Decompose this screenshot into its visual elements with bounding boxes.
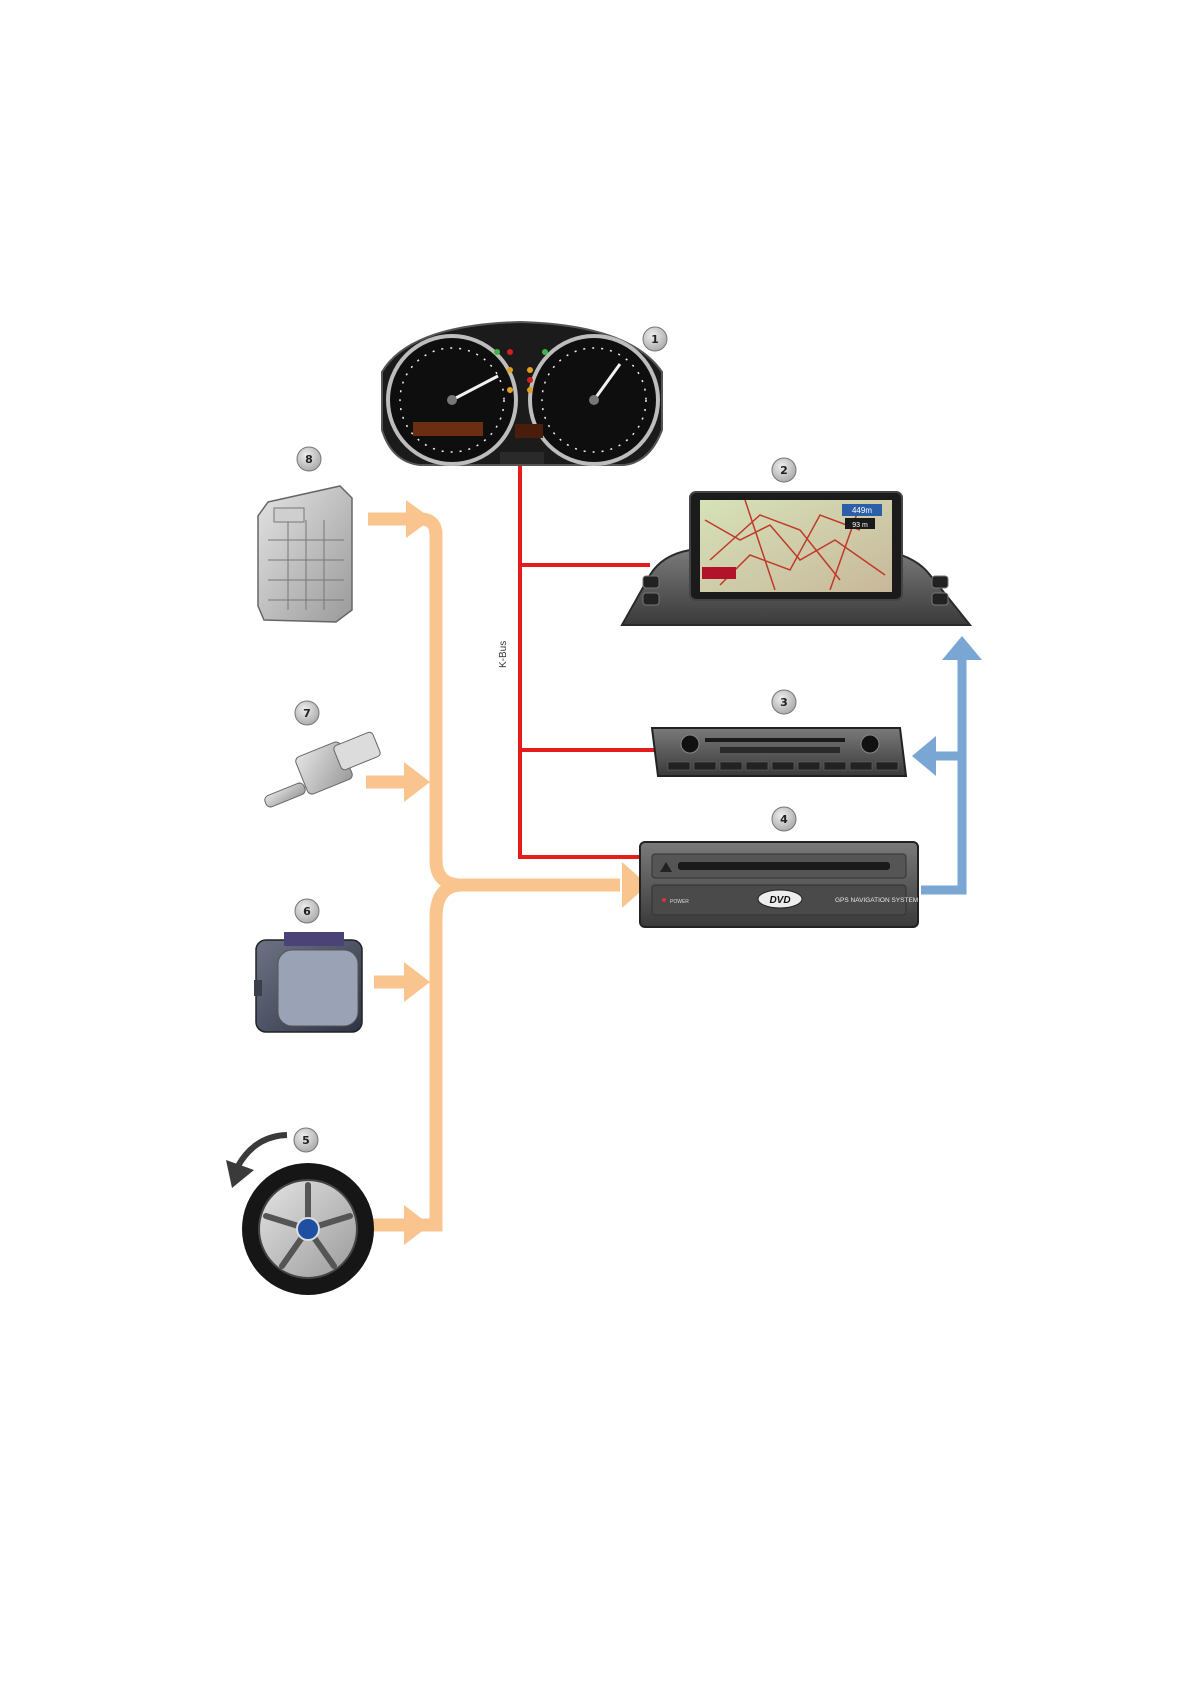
nav-power-label: POWER	[670, 899, 689, 905]
monitor-distance-top: 449m	[852, 506, 872, 515]
monitor-distance-bottom: 93 m	[852, 522, 868, 529]
gyro-sensor-icon	[254, 932, 362, 1032]
badge-1-label: 1	[651, 333, 659, 346]
kbus-label: K-Bus	[498, 641, 509, 668]
badge-3-label: 3	[780, 696, 788, 709]
nav-output-main	[921, 658, 962, 890]
radio-unit-icon	[652, 728, 906, 776]
arrowhead-sensor	[404, 762, 430, 802]
kbus-lines	[520, 452, 658, 857]
nav-dvd-logo: DVD	[769, 895, 790, 906]
instrument-cluster-icon	[382, 322, 662, 465]
badge-4-label: 4	[780, 813, 788, 826]
badge-4: 4	[772, 807, 796, 831]
signal-line-module	[368, 519, 620, 885]
nav-output-lines	[921, 658, 962, 890]
badge-7-label: 7	[303, 707, 311, 720]
badge-8-label: 8	[305, 453, 313, 466]
signal-line-wheel	[372, 885, 462, 1225]
badge-2: 2	[772, 458, 796, 482]
badge-6: 6	[295, 899, 319, 923]
badge-7: 7	[295, 701, 319, 725]
badge-5: 5	[294, 1128, 318, 1152]
badge-1: 1	[643, 327, 667, 351]
badge-2-label: 2	[780, 464, 788, 477]
arrowhead-wheel	[404, 1205, 430, 1245]
badge-5-label: 5	[302, 1134, 310, 1147]
navigation-monitor-icon: 449m 93 m	[622, 492, 970, 625]
reversing-sensor-icon	[263, 731, 381, 808]
arrowhead-module	[406, 500, 432, 538]
arrowhead-monitor	[942, 636, 982, 660]
kbus-trunk	[520, 452, 648, 857]
badge-6-label: 6	[303, 905, 311, 918]
signal-input-lines	[366, 519, 620, 1225]
badge-8: 8	[297, 447, 321, 471]
nav-system-label: GPS NAVIGATION SYSTEM	[835, 897, 918, 904]
navigation-computer-icon: POWER DVD GPS NAVIGATION SYSTEM	[640, 842, 918, 927]
badge-3: 3	[772, 690, 796, 714]
arrowhead-gyro	[404, 962, 430, 1002]
control-module-icon	[258, 486, 352, 622]
arrowhead-radio	[912, 736, 936, 776]
wheel-icon	[226, 1135, 374, 1295]
